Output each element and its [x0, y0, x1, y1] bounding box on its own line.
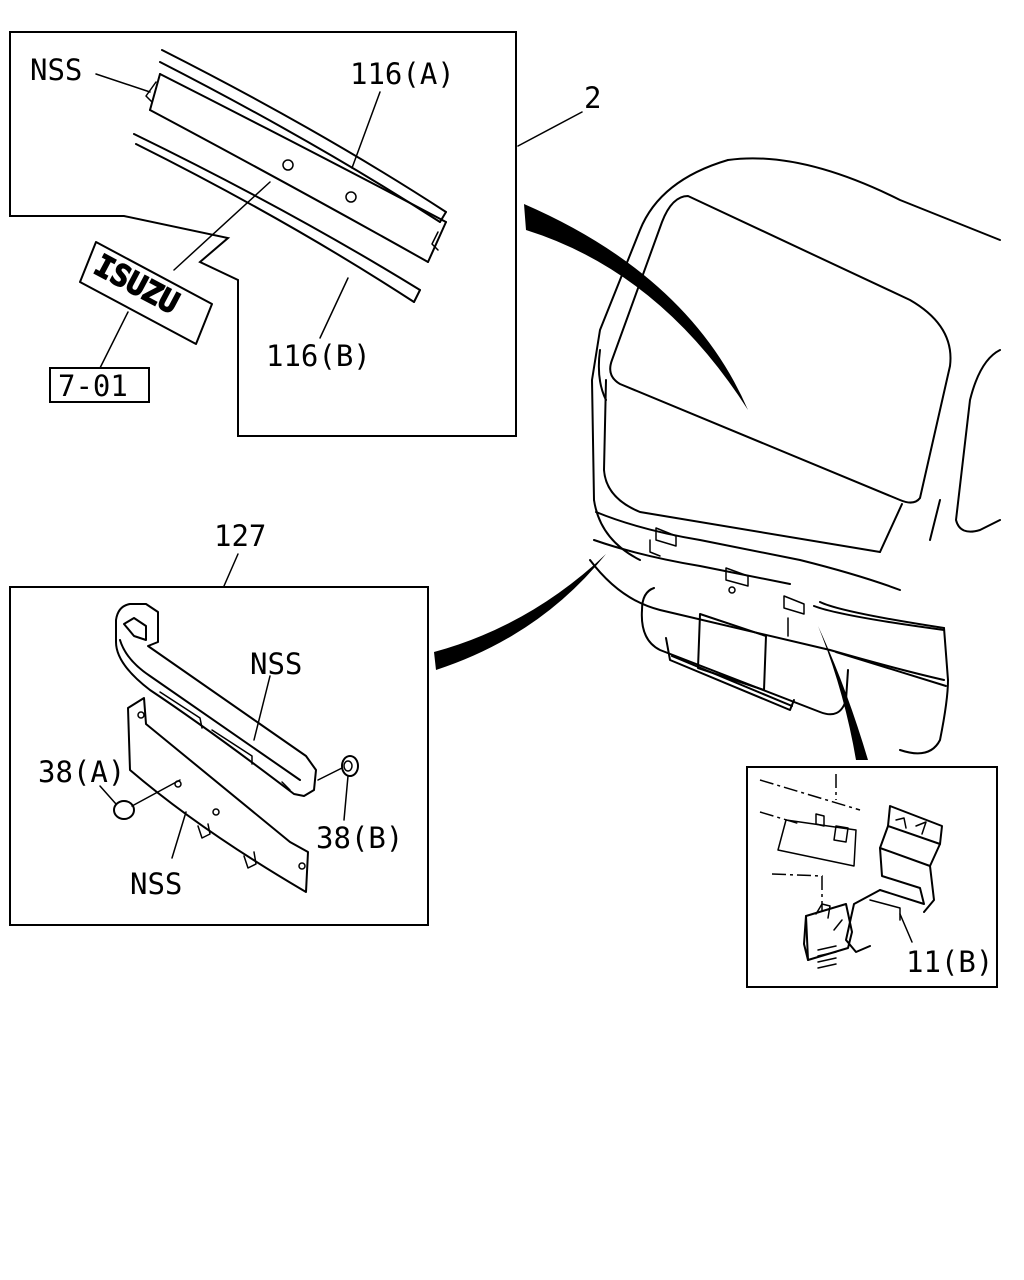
pointer-wedge-latch: [818, 626, 868, 760]
pointer-wedge-bumper: [434, 554, 606, 670]
latch-bracket-11b: [803, 805, 943, 969]
label-38a: 38(A): [38, 755, 125, 789]
label-11b: 11(B): [906, 945, 993, 979]
leader-116b: [319, 277, 349, 339]
garnish-panel: [145, 73, 447, 263]
grommet-38b: [317, 755, 359, 821]
top-inset: NSS 116(A) 116(B) 2: [9, 31, 601, 437]
clip-38a: [99, 779, 181, 820]
label-116a: 116(A): [350, 57, 455, 91]
label-nss-bumper: NSS: [250, 647, 302, 681]
label-38b: 38(B): [316, 821, 403, 855]
label-127: 127: [214, 519, 266, 553]
leader-2: [517, 111, 583, 147]
leader-nss-bumper: [253, 675, 271, 741]
vehicle-rear: [589, 157, 1001, 755]
leader-nss-lower: [171, 811, 187, 859]
emblem-text: ISUZU: [88, 248, 184, 321]
leader-7-01: [99, 311, 129, 369]
bumper-garnish-bar: [115, 603, 317, 797]
label-7-01: 7-01: [58, 369, 128, 403]
leader-emblem: [173, 181, 271, 271]
label-callout-2: 2: [584, 81, 601, 115]
label-116b: 116(B): [266, 339, 371, 373]
latch-inset-frame: [746, 766, 998, 988]
pointer-wedge-top: [524, 204, 748, 410]
molding-116b: [133, 133, 421, 303]
ref-box-7-01: [49, 367, 150, 403]
label-nss-lower: NSS: [130, 867, 182, 901]
bumper-inset: 127: [9, 519, 429, 926]
latch-inset: 11(B): [746, 766, 998, 988]
lower-panel: [127, 697, 309, 893]
top-inset-frame: [9, 31, 517, 437]
leader-127: [223, 553, 239, 587]
leader-11b: [899, 913, 913, 943]
label-nss-top: NSS: [30, 53, 82, 87]
bumper-inset-frame: [9, 586, 429, 926]
leader-116a: [351, 91, 381, 169]
leader-nss-top: [95, 73, 151, 93]
isuzu-emblem: ISUZU 7-01: [49, 241, 213, 403]
